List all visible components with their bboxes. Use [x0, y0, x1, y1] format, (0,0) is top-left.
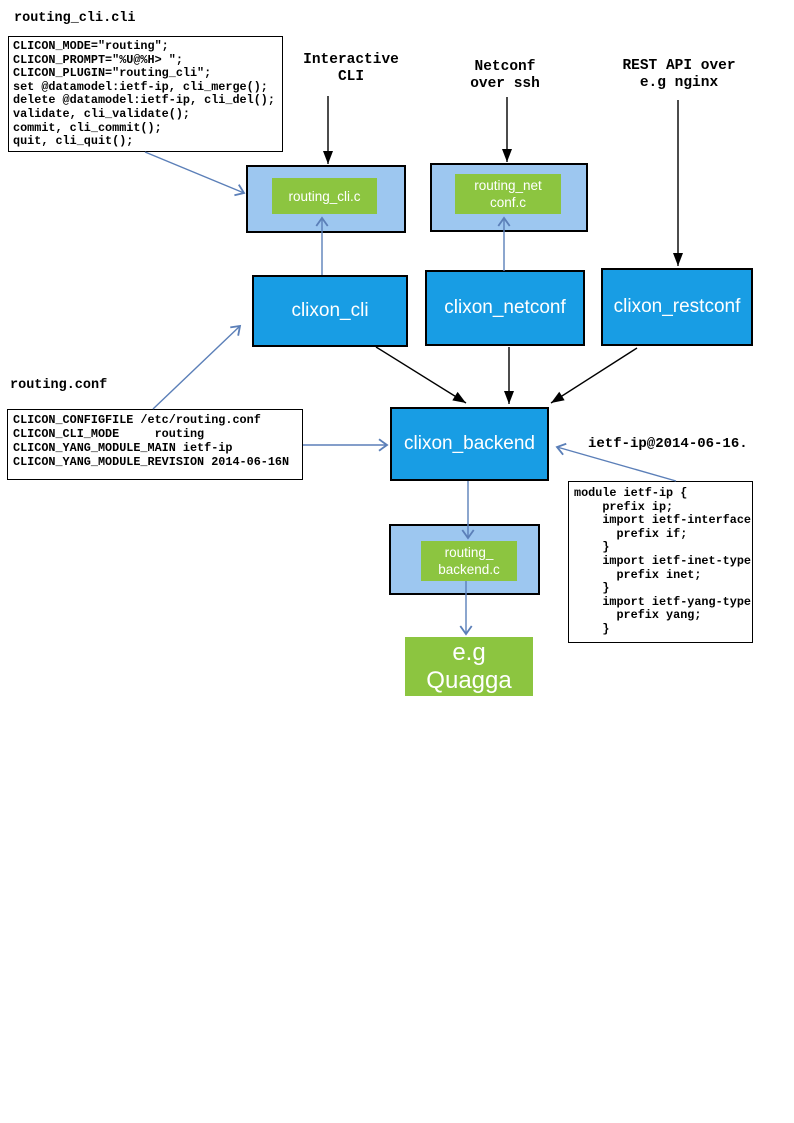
node-clixon-cli: clixon_cli: [252, 275, 408, 347]
routing-conf-code-box: CLICON_CONFIGFILE /etc/routing.conf CLIC…: [7, 409, 303, 480]
arrow-clifile-to-plugin: [144, 151, 246, 197]
routing-cli-file-title: routing_cli.cli: [14, 11, 136, 26]
yang-file-title: ietf-ip@2014-06-16.: [588, 436, 748, 452]
arrow-restconf-to-backend: [550, 347, 638, 404]
routing-conf-file-title: routing.conf: [10, 378, 108, 393]
arrow-yang-to-backend: [555, 442, 677, 482]
node-routing-backend-c: routing_ backend.c: [421, 541, 517, 581]
node-clixon-netconf: clixon_netconf: [425, 270, 585, 346]
routing-cli-code-box: CLICON_MODE="routing"; CLICON_PROMPT="%U…: [8, 36, 283, 152]
arrow-conf-to-clixoncli: [152, 324, 242, 410]
netconf-ssh-annotation: Netconf over ssh: [470, 59, 540, 92]
node-routing-cli-c: routing_cli.c: [272, 178, 377, 214]
yang-module-code-box: module ietf-ip { prefix ip; import ietf-…: [568, 481, 753, 643]
node-routing-netconf-c: routing_net conf.c: [455, 174, 561, 214]
node-clixon-restconf: clixon_restconf: [601, 268, 753, 346]
rest-api-annotation: REST API over e.g nginx: [622, 58, 736, 91]
interactive-cli-annotation: Interactive CLI: [303, 52, 399, 85]
node-clixon-backend: clixon_backend: [390, 407, 549, 481]
node-quagga: e.g Quagga: [405, 637, 533, 696]
arrow-cli-to-backend: [375, 346, 467, 404]
